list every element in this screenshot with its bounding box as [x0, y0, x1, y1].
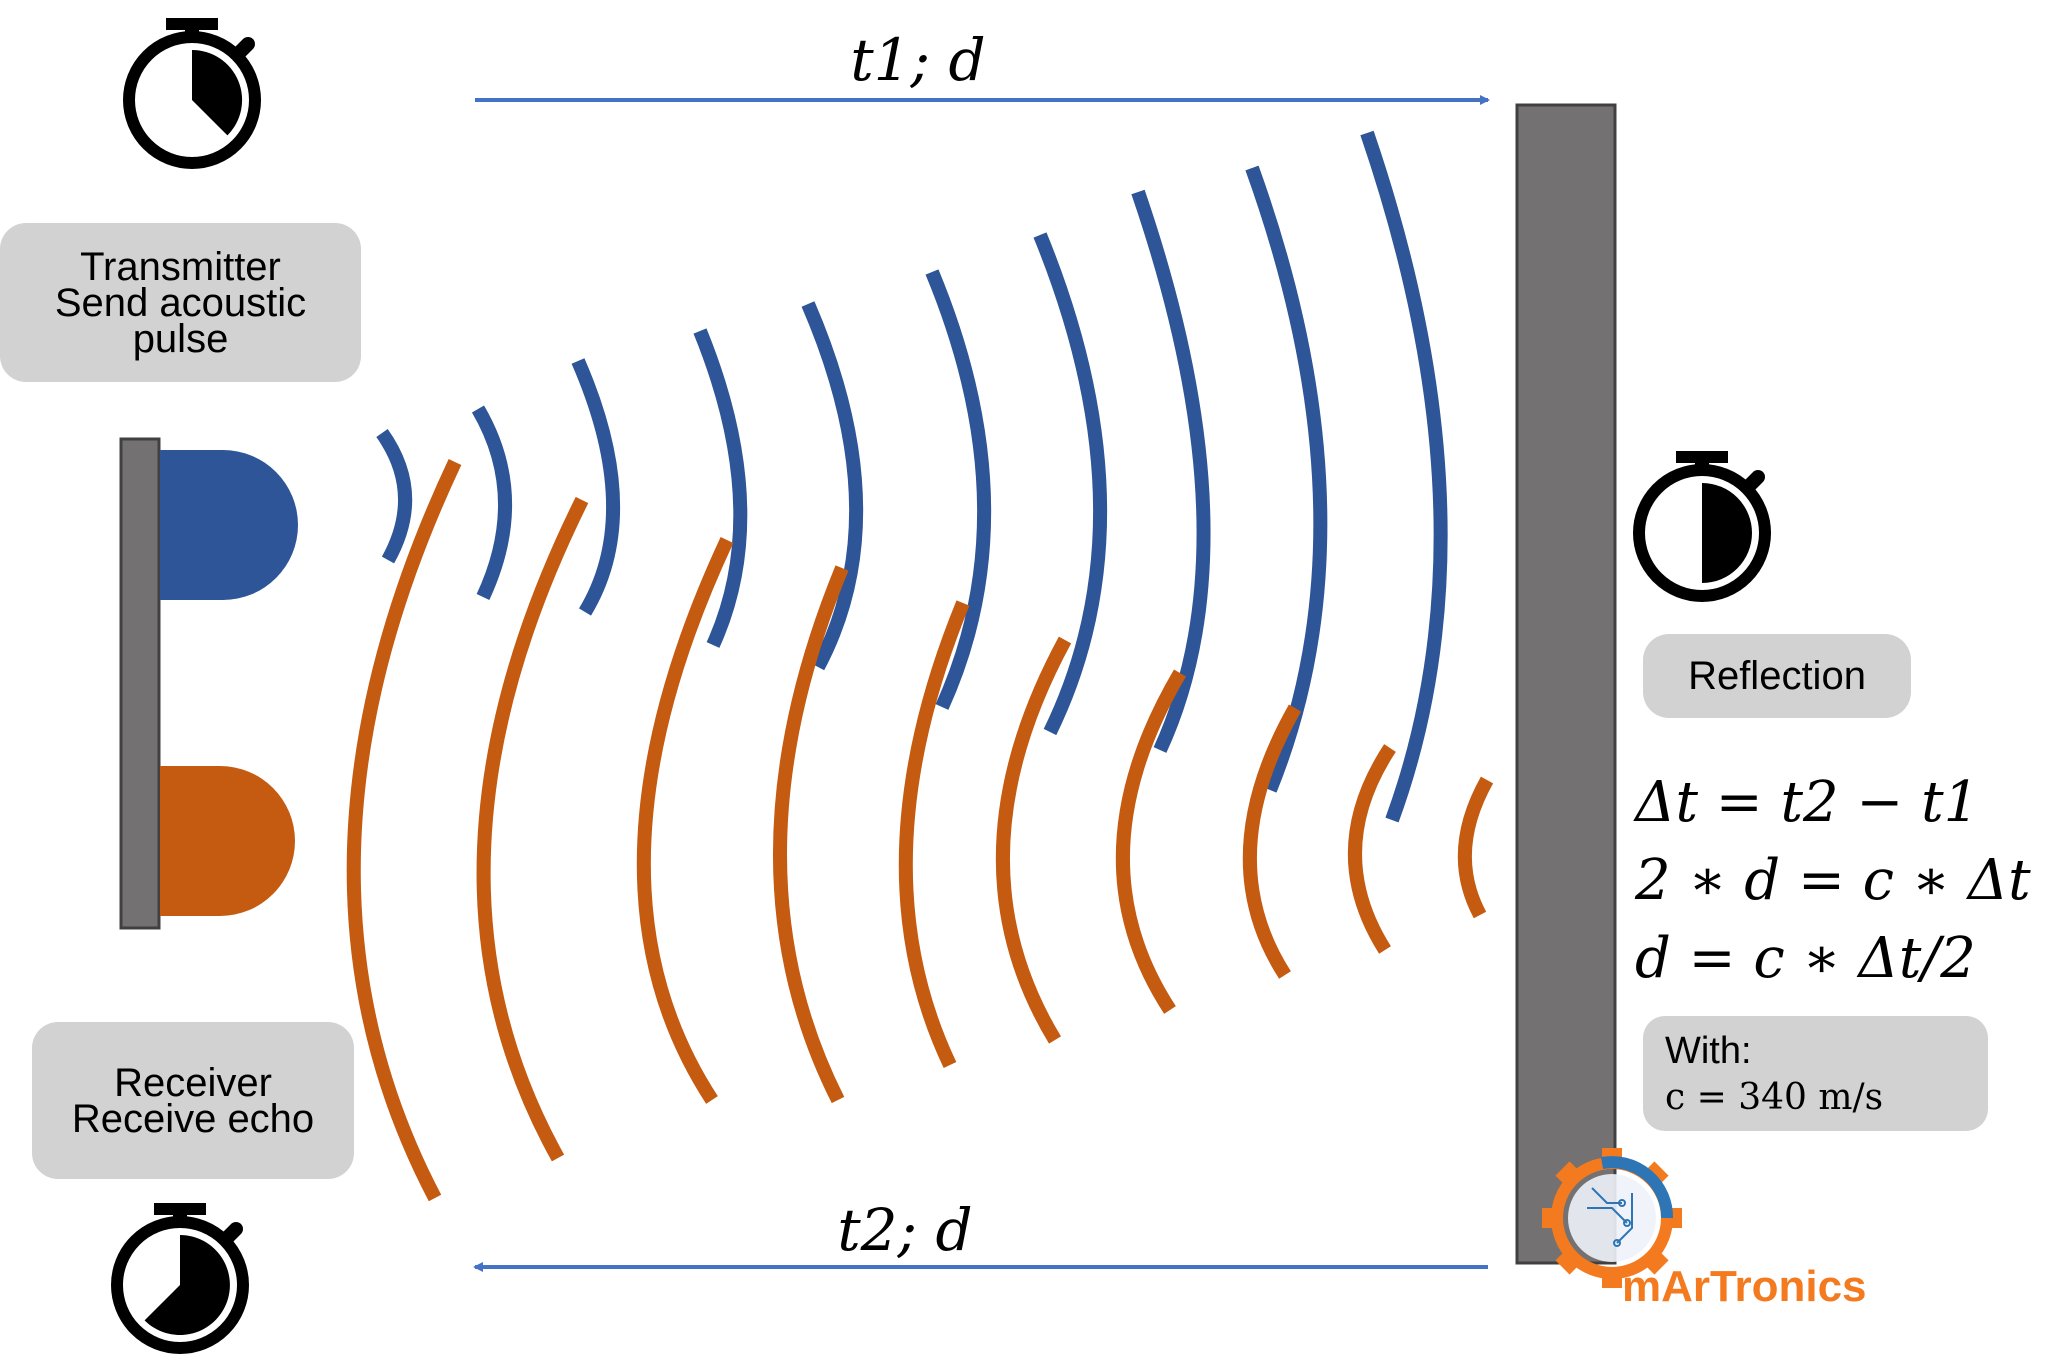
stopwatch-icon: [111, 1203, 249, 1354]
transmitted-wavefront: [571, 358, 621, 616]
formula-delta-t: Δt = t2 − t1: [1635, 770, 1980, 835]
transmitted-wavefront: [376, 428, 412, 564]
sensor-board: [119, 437, 161, 930]
stopwatch-icon: [1633, 451, 1771, 602]
transmitter-head: [160, 450, 298, 600]
top-arrow-label: t1; d: [850, 26, 985, 94]
receiver-line-2: Receive echo: [71, 1096, 315, 1141]
receiver-head: [160, 766, 295, 916]
echo-wavefront: [1242, 704, 1302, 979]
echo-wavefront: [1348, 744, 1396, 954]
transmitted-wavefront: [471, 405, 513, 600]
receiver-label-box: Receiver Receive echo: [32, 1022, 354, 1179]
echo-wavefront: [773, 565, 849, 1104]
echo-wavefront: [636, 537, 734, 1104]
receiver-title: Receiver: [114, 1060, 272, 1105]
transmitted-wavefront: [925, 269, 992, 710]
martronics-logo-icon: [1542, 1148, 1682, 1288]
transmitter-label-box: Transmitter Send acoustic pulse: [0, 223, 361, 382]
with-title: With:: [1665, 1029, 1752, 1072]
stopwatch-icon: [123, 18, 261, 169]
transmitter-line-3: pulse: [132, 316, 229, 361]
reflection-label-box: Reflection: [1643, 634, 1911, 718]
formula-round-trip: 2 ∗ d = c ∗ Δt: [1635, 848, 2031, 913]
echo-wavefront: [1116, 669, 1187, 1014]
echo-wavefront: [346, 459, 462, 1202]
transmitted-wavefront: [1131, 189, 1211, 753]
echo-wavefront: [995, 636, 1072, 1044]
reflection-label: Reflection: [1688, 653, 1866, 698]
with-box: With: c = 340 m/s: [1643, 1016, 1988, 1131]
transmitted-wavefront: [801, 301, 864, 671]
transmitted-wavefront: [1245, 165, 1328, 793]
transmitted-wavefront: [693, 328, 748, 648]
bottom-arrow-label: t2; d: [837, 1196, 972, 1264]
echo-wavefront: [1457, 776, 1494, 919]
echo-wavefront: [476, 496, 589, 1162]
transmitted-wavefront: [1033, 232, 1108, 736]
martronics-logo-text: mArTronics: [1622, 1262, 1867, 1311]
transmitter-title: Transmitter: [80, 244, 281, 289]
speed-of-sound: c = 340 m/s: [1665, 1076, 1884, 1118]
echo-wavefront: [898, 600, 970, 1068]
transmitter-line-2: Send acoustic: [54, 280, 307, 325]
reflecting-wall: [1515, 103, 1617, 1265]
transmitted-wavefront: [1360, 130, 1448, 823]
formula-distance: d = c ∗ Δt/2: [1635, 926, 1976, 991]
echo-waves: [346, 459, 1494, 1202]
transmitted-waves: [376, 130, 1448, 823]
